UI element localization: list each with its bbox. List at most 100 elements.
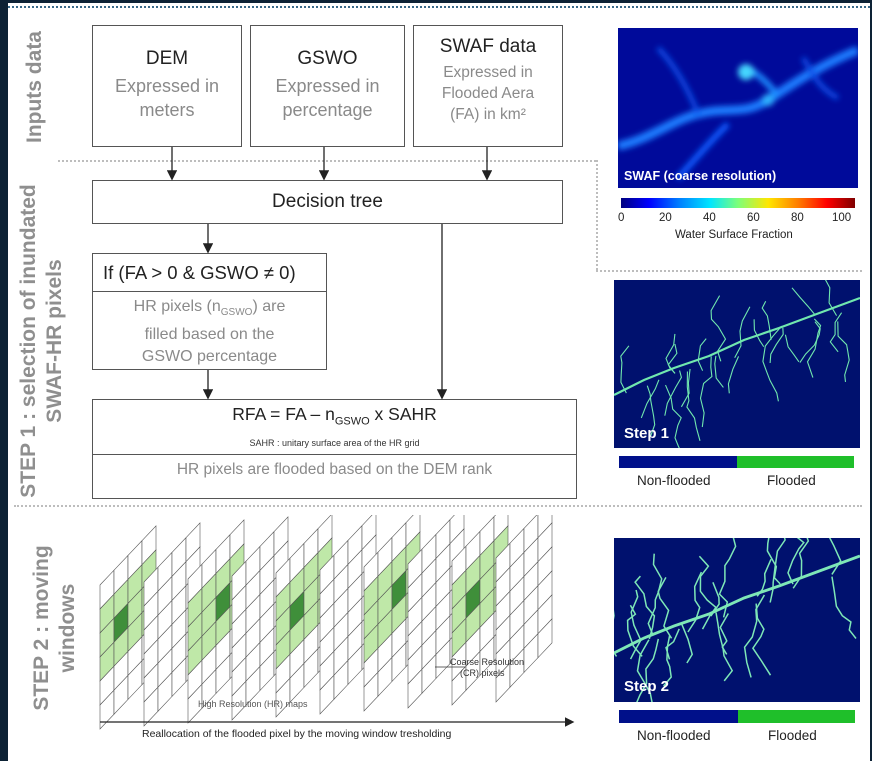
condition-title: If (FA > 0 & GSWO ≠ 0) xyxy=(103,262,296,283)
step1-label-line1: STEP 1 : selection of inundated xyxy=(17,184,40,498)
condition-box: If (FA > 0 & GSWO ≠ 0) HR pixels (nGSWO)… xyxy=(92,253,327,370)
step2-label-line1: STEP 2 : moving xyxy=(30,545,53,711)
gswo-input-box: GSWO Expressed in percentage xyxy=(250,25,405,147)
river-branch xyxy=(647,553,663,636)
step2-map-overlay: Step 2 xyxy=(624,678,669,695)
colorbar-tick: 40 xyxy=(703,212,716,224)
rfa-header: RFA = FA – nGSWO x SAHR SAHR : unitary s… xyxy=(93,400,576,455)
river-branch xyxy=(664,370,682,416)
swaf-map-overlay: SWAF (coarse resolution) xyxy=(624,169,776,183)
river-branch xyxy=(831,576,857,639)
river-branch xyxy=(664,384,682,448)
section-label-inputs: Inputs data xyxy=(23,31,46,144)
section-label-step1: STEP 1 : selection of inundated SWAF-HR … xyxy=(16,161,68,521)
decision-tree-label: Decision tree xyxy=(272,191,383,212)
river-branch xyxy=(663,635,672,687)
condition-header: If (FA > 0 & GSWO ≠ 0) xyxy=(93,254,326,292)
river-branch xyxy=(636,638,660,702)
river-branch xyxy=(791,287,816,316)
colorbar-tick: 20 xyxy=(659,212,672,224)
step2-legend-flooded-swatch xyxy=(738,710,855,723)
step1-legend-flooded: Flooded xyxy=(767,473,816,488)
cr-label-line1: Coarse Resolution xyxy=(450,657,524,667)
swaf-desc-line1: Expressed in xyxy=(443,64,533,81)
rfa-formula: RFA = FA – nGSWO x SAHR xyxy=(232,404,437,428)
river-branch xyxy=(761,301,772,340)
top-border xyxy=(8,6,870,8)
river-branch xyxy=(756,559,772,597)
river-branch xyxy=(824,280,838,316)
step2-flood-map: Step 2 xyxy=(614,538,860,702)
river-branch xyxy=(629,589,642,660)
separator-right xyxy=(596,270,862,272)
river-branch xyxy=(714,355,724,388)
moving-window-diagram: Coarse Resolution (CR) pixels High Resol… xyxy=(99,515,575,740)
river-branch xyxy=(829,312,843,353)
step1-flood-map: Step 1 xyxy=(614,280,860,448)
river-branch xyxy=(784,334,800,363)
river-branch xyxy=(634,575,656,640)
river-branch xyxy=(718,538,737,618)
condition-desc-line3: GSWO percentage xyxy=(141,348,278,366)
gswo-title: GSWO xyxy=(297,48,358,69)
river-branch xyxy=(734,306,751,359)
river-branch xyxy=(751,603,772,676)
river-branch xyxy=(626,604,643,657)
river-branch xyxy=(680,368,691,408)
step1-legend-nonflooded-swatch xyxy=(619,456,737,468)
swaf-colorbar xyxy=(621,198,855,208)
river-branch xyxy=(699,356,713,428)
dem-desc-line1: Expressed in xyxy=(114,76,220,96)
river-branch xyxy=(710,295,727,362)
step1-label-line2: SWAF-HR pixels xyxy=(43,259,66,423)
condition-desc-line2: filled based on the xyxy=(144,326,275,344)
river-branch xyxy=(646,385,656,436)
swaf-desc-line3: (FA) in km² xyxy=(450,106,526,123)
swaf-desc-line2: Flooded Aera xyxy=(441,85,535,102)
river-branch xyxy=(787,538,805,585)
river-branch xyxy=(829,538,842,575)
condition-desc: HR pixels (nGSWO) are filled based on th… xyxy=(93,292,326,368)
gswo-desc-line1: Expressed in xyxy=(275,76,380,96)
river-branch xyxy=(806,318,822,378)
river-branch xyxy=(640,379,660,419)
river-branch xyxy=(769,327,784,364)
river-branch xyxy=(762,325,783,402)
colorbar-tick: 100 xyxy=(832,212,852,224)
dem-title: DEM xyxy=(145,48,189,69)
step2-legend-flooded: Flooded xyxy=(768,728,817,743)
swaf-coarse-map: SWAF (coarse resolution) xyxy=(618,28,858,188)
condition-desc-line1: HR pixels (nGSWO) are xyxy=(133,298,286,319)
axis-label: Reallocation of the flooded pixel by the… xyxy=(142,728,452,740)
dem-input-box: DEM Expressed in meters xyxy=(92,25,242,147)
step1-legend-flooded-swatch xyxy=(737,456,854,468)
separator-vertical xyxy=(596,160,598,270)
rfa-box: RFA = FA – nGSWO x SAHR SAHR : unitary s… xyxy=(92,399,577,499)
river-branch xyxy=(665,333,676,374)
river-branch xyxy=(620,345,630,394)
river-branch xyxy=(665,628,680,660)
swaf-colorbar-label: Water Surface Fraction xyxy=(675,229,793,241)
rfa-result: HR pixels are flooded based on the DEM r… xyxy=(176,461,493,478)
colorbar-tick: 0 xyxy=(618,212,625,224)
swaf-input-box: SWAF data Expressed in Flooded Aera (FA)… xyxy=(413,25,563,147)
step2-legend-nonflooded: Non-flooded xyxy=(637,728,711,743)
step1-legend-nonflooded: Non-flooded xyxy=(637,473,711,488)
river-branch xyxy=(792,538,810,589)
river-branch xyxy=(837,321,850,382)
separator-inputs-step1 xyxy=(58,160,596,162)
separator-step1-step2 xyxy=(14,505,862,507)
river-branch xyxy=(766,538,781,585)
river-branch xyxy=(686,371,701,441)
river-branch xyxy=(753,319,765,347)
gswo-desc-line2: percentage xyxy=(282,100,373,120)
hr-label: High Resolution (HR) maps xyxy=(198,699,308,709)
river-branch xyxy=(727,356,740,394)
swaf-title: SWAF data xyxy=(439,36,537,57)
river-branch xyxy=(636,639,653,702)
river-main xyxy=(614,296,860,396)
river-branch xyxy=(697,338,707,371)
rfa-note: SAHR : unitary surface area of the HR gr… xyxy=(249,438,420,448)
river-branch xyxy=(698,555,717,630)
